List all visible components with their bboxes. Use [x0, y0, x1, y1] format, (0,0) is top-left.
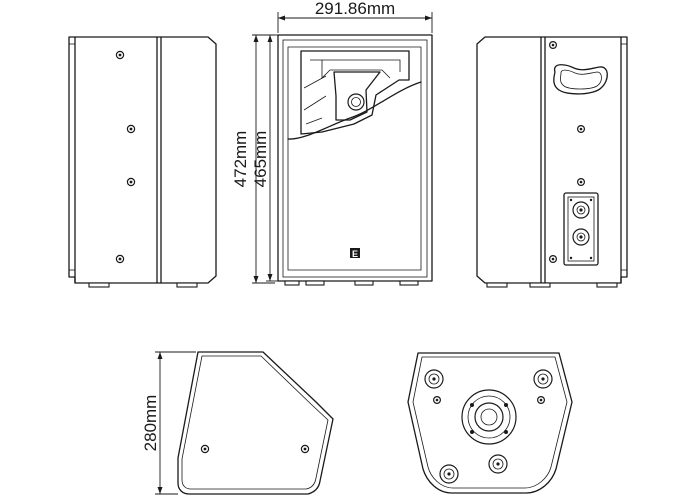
screw-icon — [548, 255, 557, 264]
height-dimension-inner: 465mm — [251, 34, 278, 282]
foot-icon — [439, 464, 459, 484]
rear-view — [476, 36, 628, 288]
screw-icon — [433, 396, 442, 405]
width-dimension: 291.86mm — [277, 0, 433, 33]
top-view — [407, 352, 573, 494]
screw-icon — [300, 444, 310, 454]
logo-icon: E — [350, 248, 360, 259]
depth-label: 280mm — [141, 395, 160, 452]
height-inner-label: 465mm — [251, 131, 270, 188]
screw-icon — [126, 177, 136, 187]
front-view: E — [277, 34, 433, 286]
screw-icon — [576, 178, 585, 187]
width-label: 291.86mm — [315, 0, 395, 18]
foot-icon — [533, 369, 553, 389]
side-view-bottom — [177, 351, 334, 495]
height-dimension-outer: 472mm — [231, 34, 275, 284]
svg-text:E: E — [352, 249, 358, 259]
depth-dimension: 280mm — [141, 351, 196, 495]
pole-mount-icon — [461, 389, 517, 445]
speakon-connector-icon — [572, 201, 590, 219]
foot-icon — [488, 454, 508, 474]
connector-panel-icon — [563, 192, 599, 266]
height-outer-label: 472mm — [231, 131, 250, 188]
handle-icon — [553, 64, 608, 95]
screw-icon — [115, 50, 125, 60]
foot-icon — [424, 369, 444, 389]
speakon-connector-icon — [572, 228, 590, 246]
side-view-left — [68, 36, 217, 288]
screw-icon — [536, 396, 545, 405]
screw-icon — [115, 254, 125, 264]
screw-icon — [126, 124, 136, 134]
horn-driver-icon — [347, 93, 365, 111]
screw-icon — [576, 124, 585, 133]
screw-icon — [200, 444, 210, 454]
screw-icon — [548, 40, 557, 49]
